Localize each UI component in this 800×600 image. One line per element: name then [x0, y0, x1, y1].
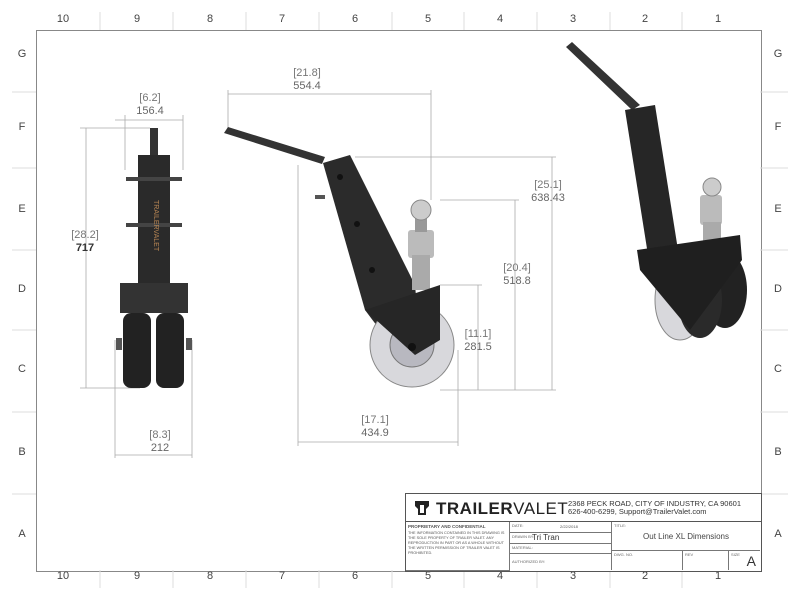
dimension-metric: 554.4 [293, 80, 321, 92]
zone-row-label: A [774, 528, 782, 540]
zone-row-label: A [18, 528, 26, 540]
zone-row-label: G [773, 48, 783, 60]
zone-column-label: 3 [569, 13, 577, 25]
address-line-2: 626-400-6299, Support@TrailerValet.com [568, 507, 707, 516]
zone-column-label: 7 [278, 13, 286, 25]
svg-text:TRAILERVALET: TRAILERVALET [152, 200, 159, 252]
dimension-imperial: [8.3] [149, 429, 171, 441]
zone-column-label: 1 [714, 570, 722, 582]
dimension-front-width-top: [6.2]156.4 [120, 92, 180, 118]
front-view: TRAILERVALET [116, 128, 192, 388]
zone-row-label: E [18, 203, 26, 215]
dimension-imperial: [17.1] [361, 414, 389, 426]
dimension-metric: 434.9 [361, 427, 389, 439]
dimension-front-width-bottom: [8.3]212 [130, 429, 190, 455]
dimension-imperial: [20.4] [503, 262, 531, 274]
date-cell: DATE: 2/22/2018 [510, 522, 612, 533]
dimension-imperial: [21.8] [293, 67, 321, 79]
trailer-valet-logo-icon [415, 501, 429, 515]
zone-column-label: 6 [351, 570, 359, 582]
brand-light: VALET [513, 499, 569, 518]
zone-column-label: 2 [641, 13, 649, 25]
dimension-metric: 717 [75, 242, 95, 254]
zone-column-label: 1 [714, 13, 722, 25]
zone-column-label: 4 [496, 570, 504, 582]
dimension-imperial: [6.2] [139, 92, 161, 104]
zone-row-label: B [774, 446, 782, 458]
zone-column-label: 8 [206, 13, 214, 25]
dimension-wheel-height: [11.1]281.5 [448, 328, 508, 354]
dimension-front-height: [28.2]717 [55, 229, 115, 255]
zone-column-label: 10 [56, 13, 70, 25]
dwg-no-cell: DWG. NO. [612, 551, 683, 570]
zone-column-label: 2 [641, 570, 649, 582]
zone-column-label: 10 [56, 570, 70, 582]
zone-column-label: 5 [424, 570, 432, 582]
dimension-imperial: [28.2] [71, 229, 99, 241]
dimension-metric: 281.5 [464, 341, 492, 353]
dimension-lines [80, 90, 556, 458]
zone-row-label: F [18, 121, 26, 133]
drawn-by-label: DRAWN BY: [512, 534, 535, 539]
zone-row-label: D [774, 283, 782, 295]
proprietary-text: THE INFORMATION CONTAINED IN THIS DRAWIN… [408, 531, 505, 555]
side-view [224, 127, 455, 388]
brand-bold: TRAILER [436, 499, 514, 518]
size-value: A [746, 553, 756, 569]
zone-row-label: F [774, 121, 782, 133]
title-block: TRAILERVALET 2368 PECK ROAD, CITY OF IND… [405, 493, 762, 572]
zone-column-label: 9 [133, 570, 141, 582]
zone-column-label: 3 [569, 570, 577, 582]
zone-row-label: B [18, 446, 26, 458]
drawn-by-cell: DRAWN BY: Tri Tran [510, 533, 612, 544]
zone-row-label: G [17, 48, 27, 60]
zone-row-label: C [18, 363, 26, 375]
zone-column-label: 8 [206, 570, 214, 582]
dimension-metric: 156.4 [136, 105, 164, 117]
dimension-metric: 638.43 [531, 192, 565, 204]
zone-column-label: 5 [424, 13, 432, 25]
title-cell: TITLE: Out Line XL Dimensions [612, 522, 760, 551]
dimension-metric: 518.8 [503, 275, 531, 287]
address-line-1: 2368 PECK ROAD, CITY OF INDUSTRY, CA 906… [568, 499, 741, 508]
dimension-side-overall-height: [25.1]638.43 [518, 179, 578, 205]
date-label: DATE: [512, 523, 524, 528]
isometric-view [566, 42, 747, 341]
brand-name: TRAILERVALET [436, 499, 568, 519]
zone-column-label: 6 [351, 13, 359, 25]
size-cell: SIZE A [729, 551, 760, 570]
drawing-border [36, 30, 762, 572]
company-address: 2368 PECK ROAD, CITY OF INDUSTRY, CA 906… [568, 500, 741, 516]
zone-row-label: C [774, 363, 782, 375]
title-label: TITLE: [614, 523, 627, 528]
zone-row-label: E [774, 203, 782, 215]
drawing-title: Out Line XL Dimensions [643, 532, 729, 541]
dimension-imperial: [25.1] [534, 179, 562, 191]
zone-column-label: 7 [278, 570, 286, 582]
date-value: 2/22/2018 [560, 524, 578, 529]
zone-column-label: 9 [133, 13, 141, 25]
zone-ticks [12, 12, 788, 588]
dwg-no-label: DWG. NO. [614, 552, 634, 557]
authorized-label: AUTHORIZED BY: [512, 559, 546, 564]
dimension-metric: 212 [150, 442, 170, 454]
material-label: MATERIAL: [512, 545, 533, 550]
proprietary-heading: PROPRIETARY AND CONFIDENTIAL [408, 524, 486, 529]
dimension-imperial: [11.1] [464, 328, 492, 340]
authorized-cell: AUTHORIZED BY: [510, 554, 612, 570]
zone-row-label: D [18, 283, 26, 295]
dimension-ball-height: [20.4]518.8 [487, 262, 547, 288]
zone-column-label: 4 [496, 13, 504, 25]
rev-cell: REV [683, 551, 729, 570]
size-label: SIZE [731, 552, 740, 557]
proprietary-notice: PROPRIETARY AND CONFIDENTIAL THE INFORMA… [406, 522, 510, 571]
rev-label: REV [685, 552, 694, 557]
title-block-header: TRAILERVALET 2368 PECK ROAD, CITY OF IND… [406, 494, 761, 522]
drawn-by-value: Tri Tran [532, 533, 560, 542]
material-cell: MATERIAL: [510, 544, 612, 554]
dimension-side-overall-length: [21.8]554.4 [277, 67, 337, 93]
dimension-side-base-length: [17.1]434.9 [345, 414, 405, 440]
